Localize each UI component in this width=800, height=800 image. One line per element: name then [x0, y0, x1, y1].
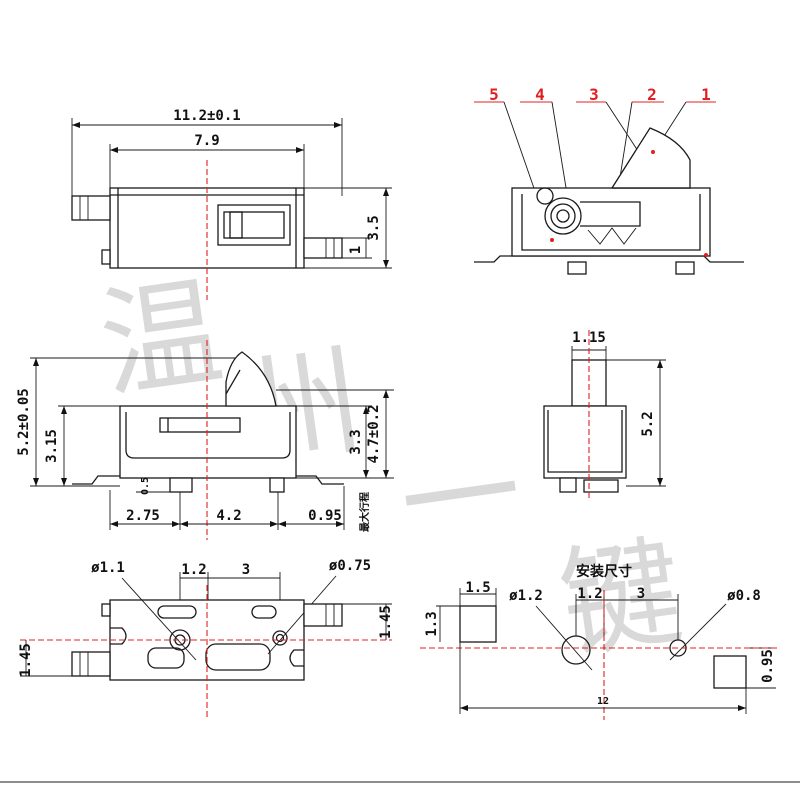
top-view: 11.2±0.1 7.9 3.5: [71, 108, 392, 300]
dim-hole-small: ø0.75: [329, 558, 371, 574]
dim-bottom-spacing-b: 3: [242, 562, 250, 578]
watermark-char-1: 温: [92, 262, 230, 416]
callout-4: 4: [535, 85, 545, 104]
top-terminal-left: [71, 195, 111, 221]
watermark-char-3: 一: [392, 422, 530, 576]
dim-hole-large: ø1.1: [91, 560, 125, 576]
dim-pin-height: 1: [348, 246, 364, 254]
callout-3: 3: [589, 85, 599, 104]
dim-center-span: 4.2: [216, 508, 241, 524]
dim-left-offset: 2.75: [126, 508, 160, 524]
dim-mount-hole-large: ø1.2: [509, 588, 543, 604]
section-housing: [511, 187, 711, 257]
dim-body-width: 7.9: [194, 133, 219, 149]
mount-pad-right: [713, 655, 747, 689]
dim-overall-width: 11.2±0.1: [173, 108, 240, 124]
dim-mount-spacing-b: 3: [637, 586, 645, 602]
callout-5: 5: [489, 85, 499, 104]
dim-end-height: 5.2: [640, 411, 656, 436]
dim-mount-spacing-a: 1.2: [577, 586, 602, 602]
dim-inner-height: 3.3: [348, 429, 364, 454]
mount-pad-left: [459, 605, 497, 643]
section-spring: [544, 197, 582, 235]
dim-right-offset: 0.95: [308, 508, 342, 524]
dim-actuator-height: 4.7±0.2: [366, 404, 382, 463]
dim-top-height: 3.5: [366, 215, 382, 240]
callout-2: 2: [647, 85, 657, 104]
end-view: 1.15 5.2: [543, 330, 666, 500]
bottom-terminal-left: [71, 651, 111, 677]
dim-mount-hole-small: ø0.8: [727, 588, 761, 604]
mounting-title: 安装尺寸: [576, 563, 632, 580]
bottom-hole-small: [272, 630, 288, 646]
note-max-travel: 最大行程: [358, 492, 371, 532]
dim-actuator-width: 1.15: [572, 330, 606, 346]
dim-pad-width: 1.5: [465, 580, 490, 596]
callout-1: 1: [701, 85, 711, 104]
watermark-char-4: 键: [552, 522, 690, 676]
dim-bottom-spacing-a: 1.2: [181, 562, 206, 578]
dim-pad-small: 0.95: [760, 649, 776, 683]
side-view: 5.2±0.05 3.15 4.7±0.2: [16, 340, 394, 540]
side-body: [119, 405, 297, 479]
dim-pad-height: 1.3: [424, 611, 440, 636]
section-lever: [610, 127, 691, 189]
section-view: 5 4 3 2 1: [474, 85, 744, 275]
bottom-terminal-right: [303, 603, 343, 627]
side-lever: [225, 351, 277, 407]
dim-standoff: 0.5: [140, 477, 151, 495]
dim-overall-footprint: 12: [597, 696, 609, 707]
dim-pad-offset-left: 1.45: [18, 643, 34, 677]
dim-pad-offset-right: 1.45: [378, 605, 394, 639]
end-body: [543, 405, 627, 479]
top-slider-window: [217, 204, 291, 246]
bottom-view: ø1.1 ø0.75 1.2 3: [18, 558, 394, 720]
dim-body-height: 3.15: [44, 429, 60, 463]
mounting-footprint: 安装尺寸 1.5 1.3 ø1.2 ø0.8 1.2 3 0.95: [420, 563, 780, 720]
top-terminal-right: [303, 237, 343, 259]
dim-total-height: 5.2±0.05: [16, 388, 32, 455]
section-base: [474, 255, 744, 263]
